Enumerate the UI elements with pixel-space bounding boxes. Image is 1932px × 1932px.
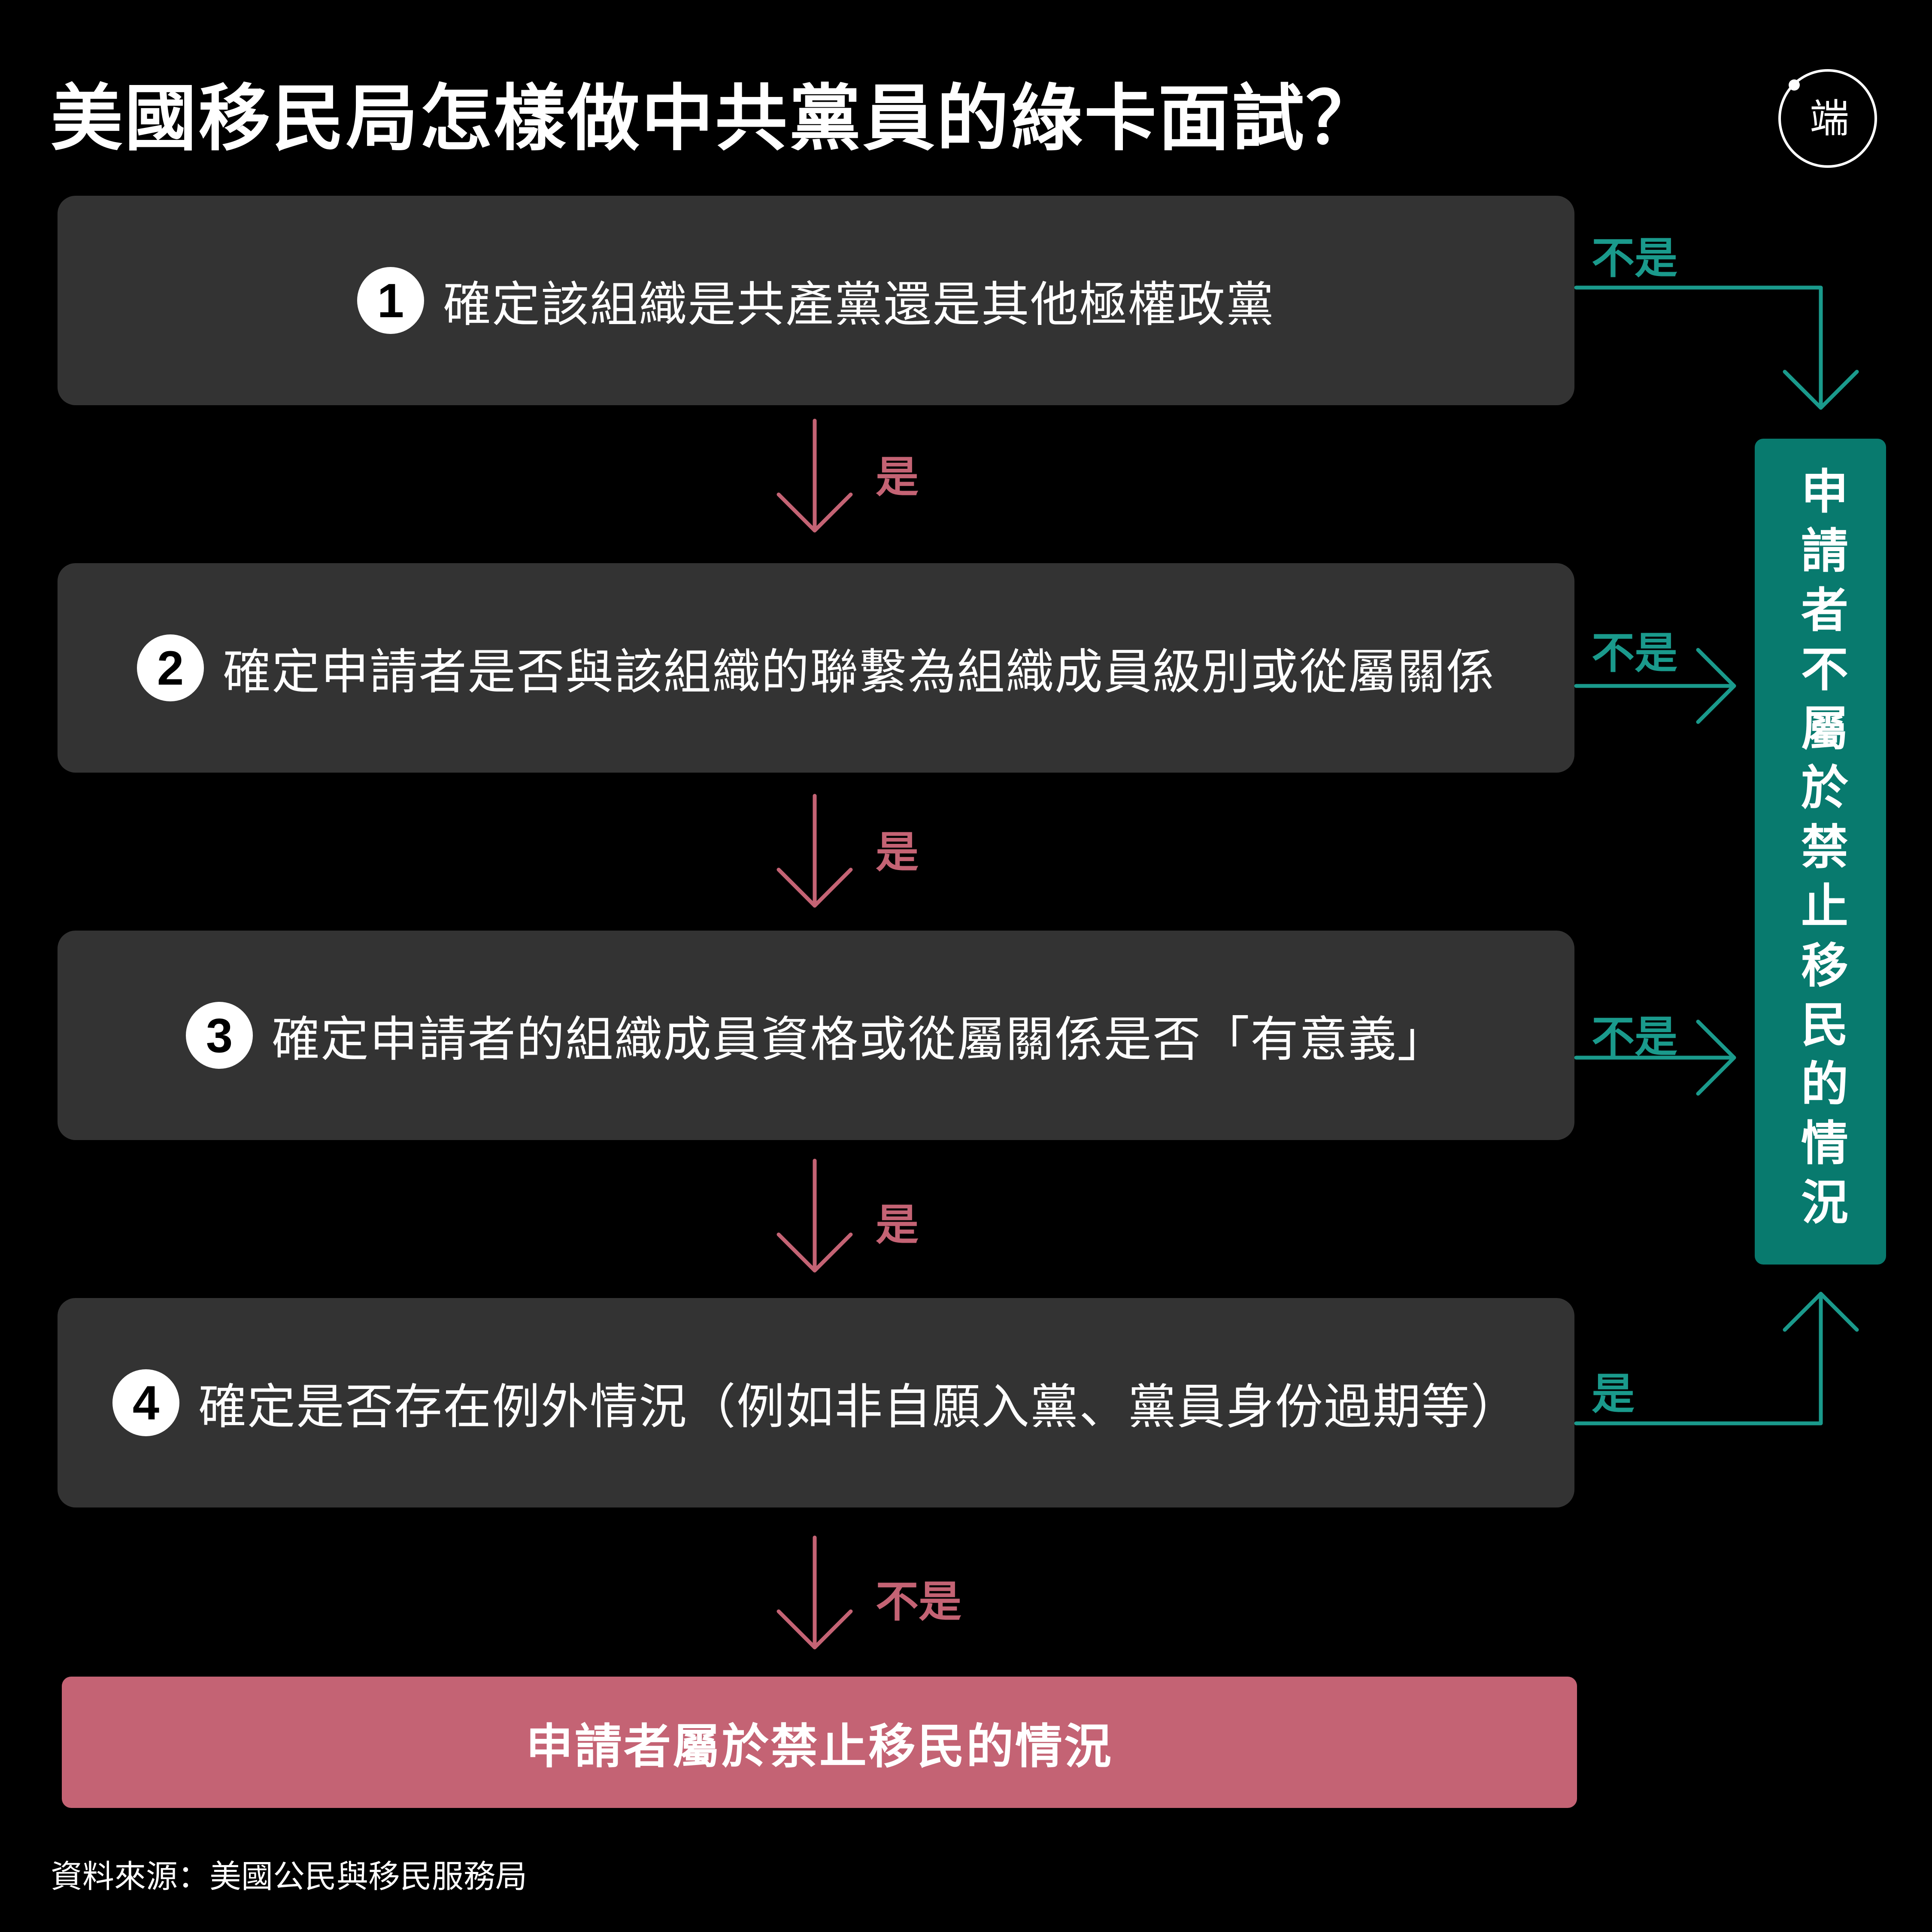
arrowhead-step4-yes <box>1783 1292 1859 1332</box>
step-2-text: 確定申請者是否與該組織的聯繫為組織成員級別或從屬關係 <box>223 644 1495 700</box>
label-step2-no: 不是 <box>1592 628 1677 678</box>
step-4-box: 4 確定是否存在例外情況（例如非自願入黨、黨員身份過期等） <box>58 1298 1574 1507</box>
step-2-box: 2 確定申請者是否與該組織的聯繫為組織成員級別或從屬關係 <box>58 563 1574 773</box>
down-arrowhead-4 <box>776 1609 853 1650</box>
outcome-prohibited-box: 申請者屬於禁止移民的情況 <box>62 1677 1577 1808</box>
arrowhead-step2-no <box>1696 648 1736 724</box>
label-step4-yes: 是 <box>1592 1369 1635 1419</box>
down-arrowhead-2 <box>776 867 853 908</box>
step-3-text: 確定申請者的組織成員資格或從屬關係是否「有意義」 <box>272 1012 1446 1068</box>
label-step3-yes: 是 <box>876 1200 919 1250</box>
label-step3-no: 不是 <box>1592 1012 1677 1062</box>
outcome-not-prohibited-box: 申請者不屬於禁止移民的情況 <box>1755 439 1886 1265</box>
step-2-number: 2 <box>137 634 204 701</box>
source-credit: 資料來源：美國公民與移民服務局 <box>51 1858 527 1895</box>
step-1-number: 1 <box>357 267 424 334</box>
step-4-text: 確定是否存在例外情況（例如非自願入黨、黨員身份過期等） <box>198 1379 1520 1435</box>
step-3-number: 3 <box>186 1002 253 1069</box>
outcome-not-prohibited-text: 申請者不屬於禁止移民的情況 <box>1793 467 1848 1237</box>
page-title: 美國移民局怎樣做中共黨員的綠卡面試？ <box>51 76 1380 161</box>
step-1-text: 確定該組織是共產黨還是其他極權政黨 <box>443 277 1275 333</box>
arrow-step1-no <box>1574 285 1823 410</box>
step-3-box: 3 確定申請者的組織成員資格或從屬關係是否「有意義」 <box>58 931 1574 1140</box>
arrowhead-step3-no <box>1696 1019 1736 1096</box>
label-step4-no: 不是 <box>876 1577 961 1627</box>
logo-text: 端 <box>1810 96 1849 142</box>
label-step2-yes: 是 <box>876 827 919 877</box>
label-step1-no: 不是 <box>1592 233 1677 283</box>
arrowhead-step1-no <box>1783 370 1859 410</box>
step-4-number: 4 <box>112 1369 179 1436</box>
down-arrowhead-1 <box>776 492 853 533</box>
step-1-box: 1 確定該組織是共產黨還是其他極權政黨 <box>58 196 1574 405</box>
logo: 端 <box>1778 69 1877 168</box>
label-step1-yes: 是 <box>876 452 919 502</box>
down-arrowhead-3 <box>776 1232 853 1273</box>
